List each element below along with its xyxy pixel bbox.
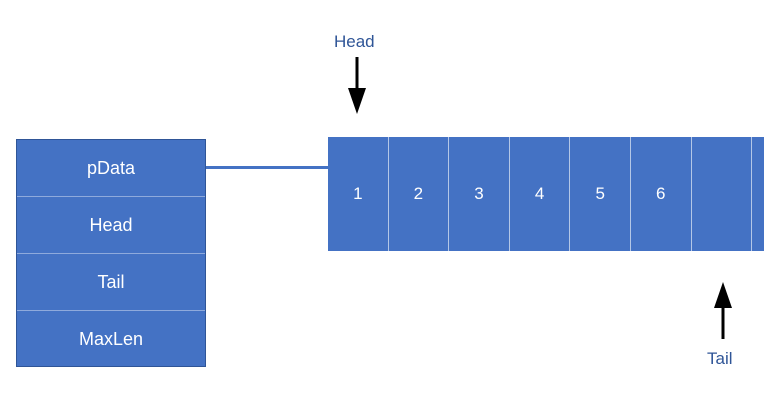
field-maxlen: MaxLen [78, 329, 144, 349]
tail-pointer-label: Tail [707, 349, 733, 368]
head-pointer-label: Head [334, 32, 375, 51]
head-arrow-icon [348, 57, 366, 114]
field-tail: Tail [17, 254, 205, 311]
data-buffer: 1 2 3 4 5 6 [328, 137, 764, 251]
buffer-cell: 5 [570, 137, 631, 251]
tail-arrow-icon [714, 282, 732, 339]
buffer-cell: 1 [328, 137, 389, 251]
buffer-cell: 2 [389, 137, 450, 251]
queue-struct: pData Head Tail MaxLen [16, 139, 206, 367]
buffer-cell [692, 137, 753, 251]
buffer-cell: 4 [510, 137, 571, 251]
field-pdata: pData [17, 140, 205, 197]
buffer-cell: 3 [449, 137, 510, 251]
buffer-cell: 6 [631, 137, 692, 251]
pdata-connector-line [206, 166, 328, 169]
field-head: Head [17, 197, 205, 254]
